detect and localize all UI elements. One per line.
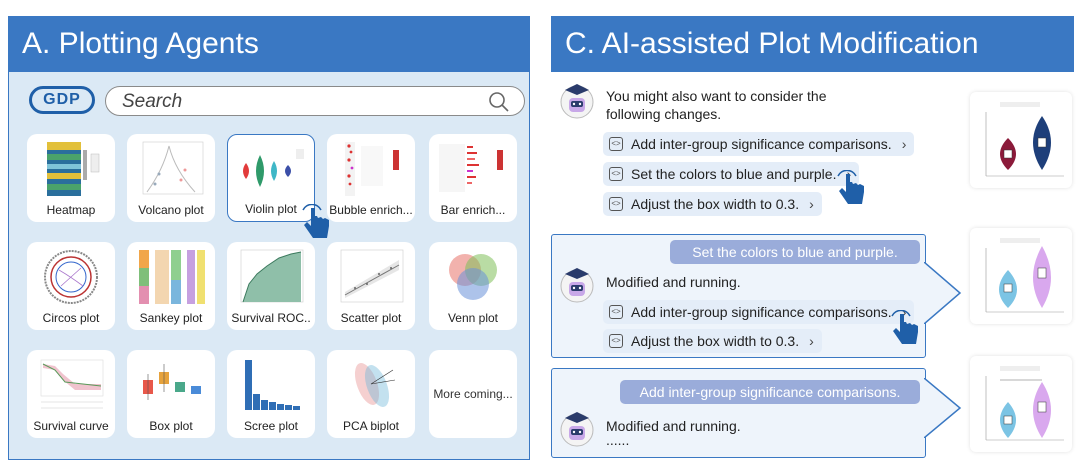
card-label: Scree plot bbox=[243, 419, 299, 433]
code-icon: <> bbox=[609, 334, 623, 348]
suggestion-colors[interactable]: <> Set the colors to blue and purple. › bbox=[603, 162, 860, 186]
pointer-hand-icon bbox=[837, 170, 864, 204]
card-volcano-plot[interactable]: Volcano plot bbox=[127, 134, 215, 222]
card-label: Box plot bbox=[149, 419, 193, 433]
card-label: PCA biplot bbox=[342, 419, 400, 433]
card-label: Heatmap bbox=[46, 203, 96, 217]
suggestion-significance[interactable]: <> Add inter-group significance comparis… bbox=[603, 132, 915, 156]
panel-a-title: A. Plotting Agents bbox=[8, 16, 530, 72]
user-message-bubble: Set the colors to blue and purple. bbox=[670, 240, 920, 264]
card-label: Bubble enrich... bbox=[329, 203, 413, 217]
suggestion-box-width[interactable]: <> Adjust the box width to 0.3. › bbox=[603, 192, 822, 216]
card-survival-roc[interactable]: Survival ROC.. bbox=[227, 242, 315, 330]
violin-chart-significance bbox=[985, 366, 1064, 441]
intro-line-1: You might also want to consider the bbox=[606, 88, 827, 104]
pointer-hand-icon bbox=[302, 204, 329, 238]
search-placeholder: Search bbox=[122, 91, 183, 112]
card-label: Venn plot bbox=[447, 311, 499, 325]
card-sankey-plot[interactable]: Sankey plot bbox=[127, 242, 215, 330]
panel-c-title: C. AI-assisted Plot Modification bbox=[551, 16, 1074, 72]
violin-thumbnail bbox=[243, 149, 304, 187]
suggestion-label: Set the colors to blue and purple. bbox=[631, 166, 837, 182]
chevron-right-icon: › bbox=[809, 196, 814, 212]
survival-curve-thumbnail bbox=[40, 359, 104, 409]
pointer-hand-icon bbox=[891, 310, 918, 344]
heatmap-thumbnail bbox=[47, 142, 100, 196]
card-label: Scatter plot bbox=[340, 311, 402, 325]
volcano-thumbnail bbox=[142, 141, 204, 195]
card-pca-biplot[interactable]: PCA biplot bbox=[327, 350, 415, 438]
more-coming-label: More coming... bbox=[433, 387, 513, 401]
gdp-logo: GDP bbox=[29, 86, 95, 114]
violin-chart-blue-purple bbox=[985, 238, 1064, 313]
violin-result-1 bbox=[970, 92, 1072, 188]
suggestion-significance[interactable]: <> Add inter-group significance comparis… bbox=[603, 300, 915, 324]
search-icon[interactable] bbox=[488, 91, 510, 113]
code-icon: <> bbox=[609, 137, 623, 151]
card-label: Survival curve bbox=[33, 419, 109, 433]
robot-avatar-icon bbox=[560, 268, 594, 303]
robot-avatar-icon bbox=[560, 84, 594, 119]
bubble-thumbnail bbox=[345, 142, 399, 196]
ellipsis-text: ...... bbox=[606, 432, 630, 448]
card-circos-plot[interactable]: Circos plot bbox=[27, 242, 115, 330]
code-icon: <> bbox=[609, 167, 623, 181]
survival-roc-thumbnail bbox=[240, 249, 304, 303]
user-message-bubble: Add inter-group significance comparisons… bbox=[620, 380, 920, 404]
card-box-plot[interactable]: Box plot bbox=[127, 350, 215, 438]
violin-result-3 bbox=[970, 356, 1072, 452]
scree-thumbnail bbox=[245, 360, 300, 410]
plotting-agents-panel: GDP Search Heatmap Volcano plot bbox=[8, 72, 530, 460]
speech-tail bbox=[924, 262, 962, 324]
card-bar-enrich[interactable]: Bar enrich... bbox=[429, 134, 517, 222]
intro-line-2: following changes. bbox=[606, 106, 722, 122]
status-message: Modified and running. bbox=[606, 274, 741, 290]
card-label: Survival ROC.. bbox=[231, 311, 311, 325]
card-bubble-enrich[interactable]: Bubble enrich... bbox=[327, 134, 415, 222]
card-scatter-plot[interactable]: Scatter plot bbox=[327, 242, 415, 330]
card-label: Bar enrich... bbox=[440, 203, 506, 217]
chevron-right-icon: › bbox=[901, 304, 907, 320]
card-label: Violin plot bbox=[245, 202, 297, 216]
pca-thumbnail bbox=[354, 363, 396, 407]
violin-chart-red-navy bbox=[985, 102, 1064, 177]
box-plot-thumbnail bbox=[143, 364, 201, 400]
card-scree-plot[interactable]: Scree plot bbox=[227, 350, 315, 438]
scatter-thumbnail bbox=[340, 249, 404, 303]
code-icon: <> bbox=[609, 197, 623, 211]
card-venn-plot[interactable]: Venn plot bbox=[429, 242, 517, 330]
card-violin-plot[interactable]: Violin plot bbox=[227, 134, 315, 222]
card-label: Volcano plot bbox=[138, 203, 204, 217]
status-message: Modified and running. bbox=[606, 418, 741, 434]
card-label: Circos plot bbox=[42, 311, 100, 325]
chevron-right-icon: › bbox=[809, 333, 814, 349]
suggestion-box-width[interactable]: <> Adjust the box width to 0.3. › bbox=[603, 329, 822, 353]
violin-result-2 bbox=[970, 228, 1072, 324]
robot-avatar-icon bbox=[560, 412, 594, 447]
suggestion-label: Adjust the box width to 0.3. bbox=[631, 196, 800, 212]
circos-thumbnail bbox=[44, 250, 98, 304]
sankey-thumbnail bbox=[139, 250, 205, 304]
speech-tail bbox=[924, 378, 962, 438]
venn-thumbnail bbox=[449, 254, 497, 300]
card-label: Sankey plot bbox=[139, 311, 203, 325]
suggestion-label: Adjust the box width to 0.3. bbox=[631, 333, 800, 349]
bar-enrich-thumbnail bbox=[439, 144, 503, 192]
suggestion-label: Add inter-group significance comparisons… bbox=[631, 304, 892, 320]
chevron-right-icon: › bbox=[901, 136, 907, 152]
card-more-coming: More coming... bbox=[429, 350, 517, 438]
search-input[interactable]: Search bbox=[105, 86, 525, 116]
suggestion-label: Add inter-group significance comparisons… bbox=[631, 136, 892, 152]
card-heatmap[interactable]: Heatmap bbox=[27, 134, 115, 222]
code-icon: <> bbox=[609, 305, 623, 319]
card-survival-curve[interactable]: Survival curve bbox=[27, 350, 115, 438]
